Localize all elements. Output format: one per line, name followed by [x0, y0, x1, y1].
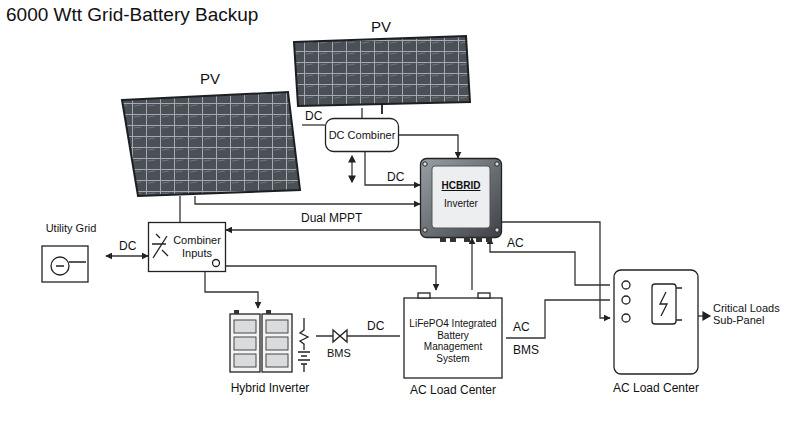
connector: [205, 272, 258, 308]
panel-box: [614, 270, 698, 374]
node-text: DC Combiner: [328, 121, 396, 149]
connector: [490, 238, 610, 285]
connector: [365, 152, 420, 185]
node-text: Combiner Inputs: [170, 226, 224, 268]
connector: [502, 222, 610, 318]
battery-module: [234, 320, 256, 333]
battery-cabinet: [262, 314, 292, 372]
battery-module: [266, 354, 288, 367]
battery-cabinet: [230, 314, 260, 372]
panel-stand: [381, 104, 383, 114]
meter-box: [42, 246, 88, 282]
connector: [106, 255, 148, 256]
battery-terminal: [478, 293, 490, 298]
connector: [302, 124, 325, 125]
connector: [316, 335, 400, 336]
connector-label: DC: [366, 320, 385, 333]
connector-label: AC: [512, 321, 531, 334]
node-text: PV: [118, 70, 302, 87]
terminal: [622, 314, 630, 322]
connector-label: DC: [386, 171, 405, 184]
battery-module: [266, 320, 288, 333]
connector: [226, 266, 436, 290]
battery-module: [234, 337, 256, 350]
meter-node: Utility Grid: [36, 222, 106, 286]
connector: [195, 196, 420, 204]
screw-hole: [495, 162, 499, 166]
rack-node: Hybrid Inverter: [224, 308, 316, 402]
cabinet-post: [266, 310, 271, 314]
connector: [179, 196, 180, 222]
inverter-node: HCBRID Inverter: [420, 158, 502, 238]
diagram-title: 6000 Wtt Grid-Battery Backup: [6, 4, 258, 26]
meter-wire: [56, 262, 86, 266]
connector: [361, 108, 362, 118]
battery-box: [404, 298, 502, 378]
node-text: AC Load Center: [400, 384, 506, 398]
battery-module: [266, 337, 288, 350]
connector-label: Dual MPPT: [300, 212, 363, 225]
cable-port: [464, 237, 470, 242]
node-text: AC Load Center: [610, 382, 702, 396]
bms-label: BMS: [512, 344, 540, 357]
connector-label: DC: [118, 240, 137, 253]
breaker-lug: [676, 288, 682, 320]
inverter-panel: [432, 166, 490, 228]
screw-hole: [423, 162, 427, 166]
battery-node: LiFePO4 Integrated Battery Management Sy…: [400, 290, 506, 402]
terminal: [622, 296, 630, 304]
solar-panel: [294, 36, 470, 106]
cabinet-post: [234, 310, 239, 314]
connector-label: DC: [304, 110, 323, 123]
combiner-double-arrow: [349, 156, 355, 182]
bms-label: BMS: [326, 347, 352, 359]
terminal: [213, 260, 220, 267]
node-text: PV: [290, 18, 472, 35]
cable-port: [450, 237, 456, 242]
switch-symbol: [152, 234, 168, 258]
connector: [506, 300, 610, 338]
panel-node: PV: [118, 70, 302, 196]
cable-port: [440, 237, 446, 242]
bolt-symbol: [660, 292, 667, 316]
combiner-node: Combiner Inputs: [148, 222, 226, 272]
battery-terminal: [418, 293, 430, 298]
combiner-box: [149, 223, 226, 272]
connector: [471, 238, 472, 290]
node-text: Hybrid Inverter: [224, 382, 316, 396]
node-text: Utility Grid: [36, 222, 106, 235]
screw-hole: [495, 228, 499, 232]
bms-valve-symbol: [333, 330, 347, 342]
panel-node: PV: [290, 18, 472, 108]
callout-label: Critical Loads Sub-Panel: [712, 302, 798, 326]
node-shape: [118, 70, 302, 196]
inverter-housing: [421, 159, 502, 238]
connector: [399, 135, 458, 158]
box-outline: [326, 119, 399, 152]
cable-port: [486, 237, 492, 242]
node-text: HCBRID: [436, 180, 486, 194]
node-text: LiFePO4 Integrated Battery Management Sy…: [408, 308, 498, 374]
solar-panel: [122, 92, 300, 196]
breaker: [652, 284, 676, 324]
node-text: Inverter: [436, 198, 486, 212]
connector-label: AC: [506, 237, 525, 250]
box-node: DC Combiner: [325, 118, 399, 152]
terminal: [622, 281, 630, 289]
cable-port: [476, 237, 482, 242]
screw-hole: [423, 228, 427, 232]
resistor-battery-symbol: [298, 318, 310, 372]
connector: [226, 229, 420, 230]
battery-module: [234, 354, 256, 367]
loadcenter-node: AC Load Center: [610, 266, 702, 402]
